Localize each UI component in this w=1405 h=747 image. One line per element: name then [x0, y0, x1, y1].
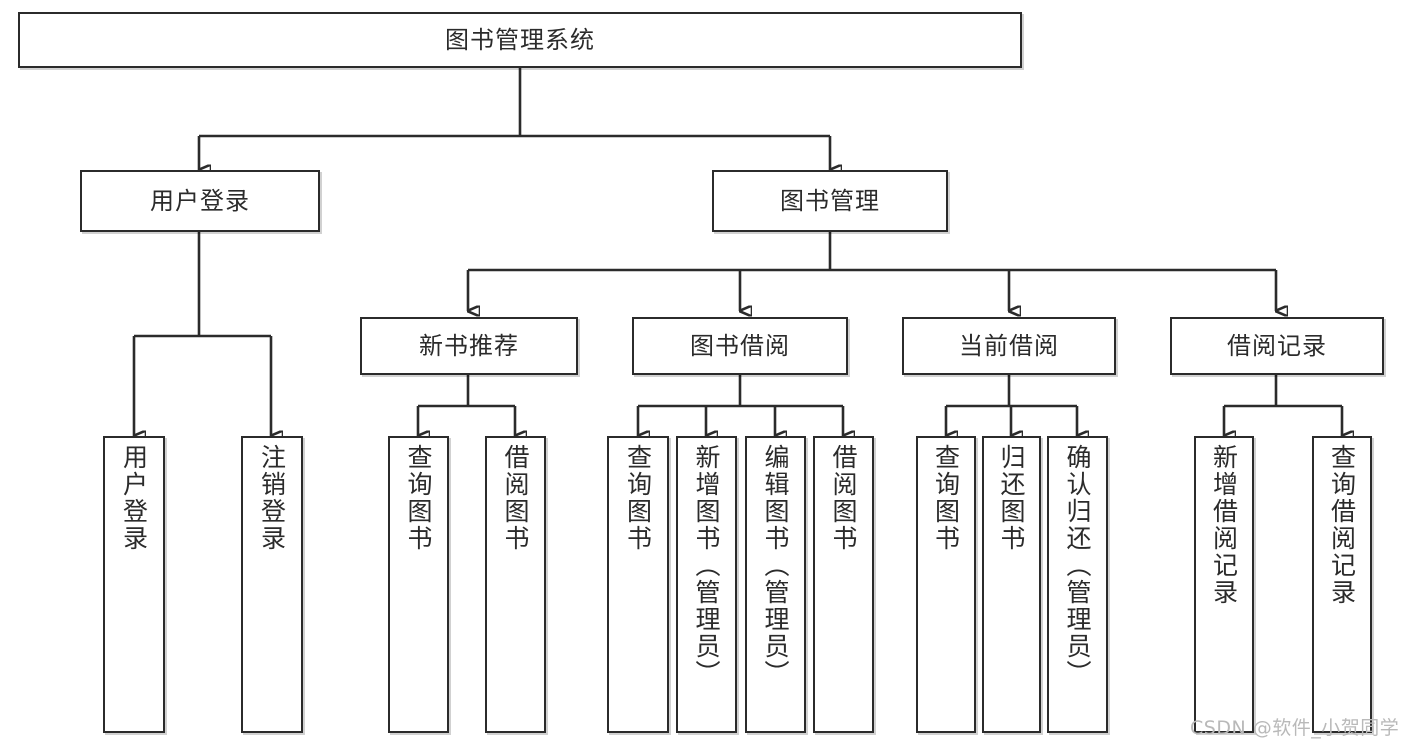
node-borrow-records[interactable]: 借阅记录: [1170, 317, 1384, 375]
leaf-user-login-signin[interactable]: 用户登录: [103, 436, 165, 733]
node-new-book-recommend[interactable]: 新书推荐: [360, 317, 578, 375]
node-user-login[interactable]: 用户登录: [80, 170, 320, 232]
leaf-label: 用户登录: [119, 444, 149, 552]
leaf-new-book-query[interactable]: 查询图书: [388, 436, 449, 733]
leaf-borrow-edit-book-admin[interactable]: 编辑图书（管理员）: [745, 436, 806, 733]
leaf-label: 查询图书: [623, 444, 653, 552]
leaf-borrow-borrow-book[interactable]: 借阅图书: [813, 436, 874, 733]
leaf-records-add-record[interactable]: 新增借阅记录: [1194, 436, 1254, 733]
leaf-label: 归还图书: [997, 444, 1026, 552]
leaf-label: 借阅图书: [829, 444, 858, 552]
leaf-records-query-record[interactable]: 查询借阅记录: [1312, 436, 1372, 733]
leaf-label: 借阅图书: [501, 444, 530, 552]
leaf-label: 注销登录: [257, 444, 287, 552]
leaf-label: 查询借阅记录: [1327, 444, 1357, 606]
node-book-management[interactable]: 图书管理: [712, 170, 948, 232]
leaf-label: 编辑图书（管理员）: [761, 444, 790, 687]
leaf-label: 新增借阅记录: [1209, 444, 1239, 606]
node-book-borrow[interactable]: 图书借阅: [632, 317, 848, 375]
leaf-label: 确认归还（管理员）: [1063, 444, 1092, 687]
leaf-label: 查询图书: [404, 444, 433, 552]
node-root-system[interactable]: 图书管理系统: [18, 12, 1022, 68]
leaf-current-query-book[interactable]: 查询图书: [916, 436, 976, 733]
leaf-current-confirm-return-admin[interactable]: 确认归还（管理员）: [1047, 436, 1108, 733]
leaf-label: 查询图书: [931, 444, 961, 552]
leaf-label: 新增图书（管理员）: [692, 444, 721, 687]
leaf-new-book-borrow[interactable]: 借阅图书: [485, 436, 546, 733]
leaf-borrow-query-book[interactable]: 查询图书: [607, 436, 669, 733]
leaf-current-return-book[interactable]: 归还图书: [982, 436, 1041, 733]
leaf-borrow-add-book-admin[interactable]: 新增图书（管理员）: [676, 436, 737, 733]
node-current-borrow[interactable]: 当前借阅: [902, 317, 1116, 375]
leaf-user-login-signout[interactable]: 注销登录: [241, 436, 303, 733]
